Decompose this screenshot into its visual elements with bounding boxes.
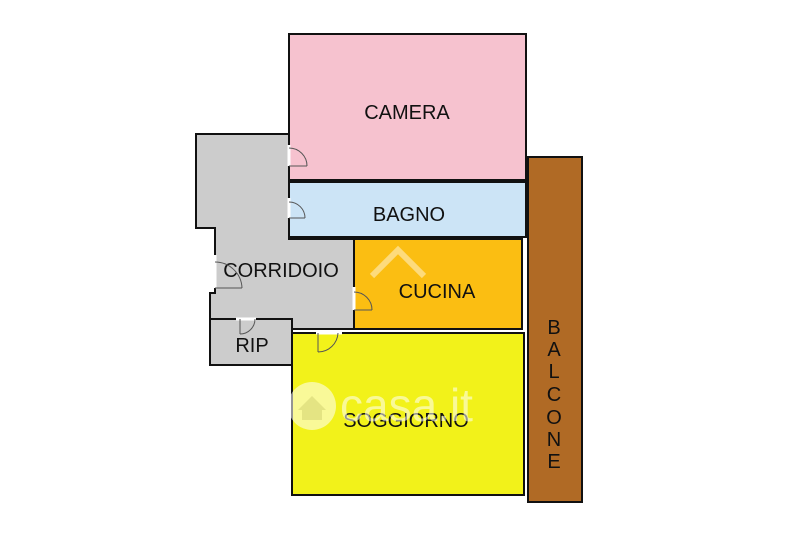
door-entrance <box>213 255 243 289</box>
balcone-letter: E <box>547 451 560 473</box>
doors <box>213 145 373 353</box>
balcone-letter: O <box>546 407 562 429</box>
room-bagno[interactable]: BAGNO <box>288 181 527 238</box>
balcone-letter: L <box>548 361 559 383</box>
watermark-text: casa.it <box>340 379 473 431</box>
door-rip <box>236 317 256 335</box>
room-label-camera: CAMERA <box>364 102 450 124</box>
balcone-letter: B <box>547 317 560 339</box>
roof-mark-icon <box>369 245 427 279</box>
room-balcone[interactable]: B A L C O N E <box>527 156 583 503</box>
door-soggiorno <box>316 331 342 353</box>
room-label-soggiorno: SOGGIORNO <box>343 410 469 432</box>
room-label-bagno: BAGNO <box>373 204 445 226</box>
balcone-letter: N <box>547 429 561 451</box>
room-corridoio[interactable]: CORRIDOIO <box>195 133 355 330</box>
door-bagno <box>287 198 306 219</box>
door-cucina <box>352 287 373 311</box>
balcone-letter: C <box>547 384 561 406</box>
door-camera <box>287 145 308 167</box>
room-camera[interactable]: CAMERA <box>288 33 527 181</box>
room-label-corridoio: CORRIDOIO <box>223 260 339 282</box>
room-label-cucina: CUCINA <box>399 281 476 303</box>
balcone-letter: A <box>547 339 561 361</box>
room-rip[interactable]: RIP <box>209 318 293 366</box>
house-icon <box>288 382 336 430</box>
room-label-rip: RIP <box>235 335 268 357</box>
room-cucina[interactable]: CUCINA <box>353 238 523 330</box>
watermark: casa.it <box>288 245 473 431</box>
